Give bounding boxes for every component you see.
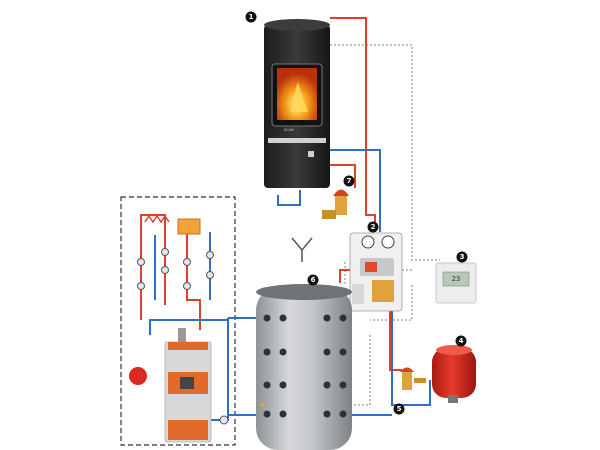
boiler-room-boundary	[120, 196, 236, 446]
stove-brand: SCAN	[284, 128, 294, 132]
badge-4-label: 4	[459, 337, 464, 345]
badge-1: 1	[245, 11, 257, 23]
controller-display: 23	[452, 275, 460, 283]
thermal-relief-valve	[322, 189, 349, 219]
cold-pipes	[149, 149, 431, 421]
badge-6: 6	[307, 274, 319, 286]
badge-3: 3	[456, 251, 468, 263]
badge-6-label: 6	[311, 276, 316, 284]
badge-5-label: 5	[397, 405, 402, 413]
boiler-room-equipment	[129, 214, 229, 443]
controller: 23	[435, 262, 477, 304]
badge-5: 5	[393, 403, 405, 415]
badge-4: 4	[455, 335, 467, 347]
badge-7-label: 7	[347, 177, 352, 185]
badge-2-label: 2	[371, 223, 376, 231]
badge-2: 2	[367, 221, 379, 233]
buffer-tank	[256, 284, 352, 450]
wood-stove: SCAN	[264, 19, 330, 188]
pump-station	[349, 232, 403, 312]
badge-1-label: 1	[249, 13, 254, 21]
drain-funnel-icon	[291, 237, 313, 262]
expansion-vessel	[432, 345, 476, 403]
badge-3-label: 3	[460, 253, 465, 261]
safety-group	[400, 367, 426, 390]
badge-7: 7	[343, 175, 355, 187]
